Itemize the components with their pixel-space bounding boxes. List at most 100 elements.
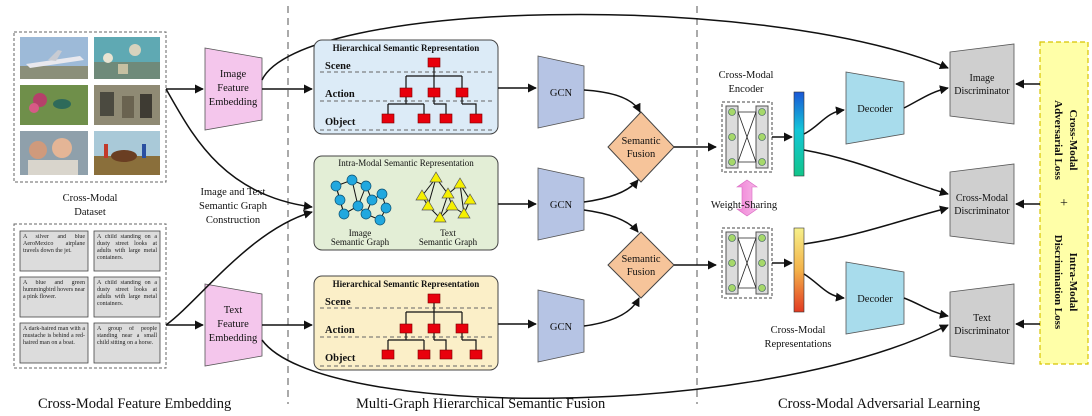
photo-street <box>94 85 160 125</box>
photo-airplane <box>20 37 88 79</box>
arrow-text-to-graph <box>165 209 313 326</box>
gcn-middle-label: GCN <box>550 200 573 211</box>
image-graph-line1: Image <box>349 228 372 238</box>
section-title-fusion: Multi-Graph Hierarchical Semantic Fusion <box>356 396 606 412</box>
text-embedding-line3: Embedding <box>209 333 258 344</box>
fusion-bottom-line1: Semantic <box>621 254 660 265</box>
text-disc-line2: Discriminator <box>954 326 1010 337</box>
arrow-image-skip <box>261 13 949 81</box>
image-graph-line2: Semantic Graph <box>331 237 390 247</box>
sentence-card <box>19 230 89 272</box>
hierarchical-representation-bottom <box>313 275 499 371</box>
hier-bottom-scene: Scene <box>325 297 351 308</box>
text-embedding-line1: Text <box>224 305 243 316</box>
text-discriminator <box>949 283 1015 365</box>
representations-line1: Cross-Modal <box>771 325 826 336</box>
arrow-rep-top-to-decoder <box>803 106 845 135</box>
sentence-card <box>19 276 89 318</box>
intra-title: Intra-Modal Semantic Representation <box>338 158 474 168</box>
graph-construction-line1: Image and Text <box>201 187 266 198</box>
hier-top-action: Action <box>325 89 355 100</box>
image-disc-line2: Discriminator <box>954 86 1010 97</box>
sentence-4: A child standing on a dusty street looks… <box>97 280 157 307</box>
sentence-2: A child standing on a dusty street looks… <box>97 234 157 261</box>
representation-bar-bottom <box>793 227 805 313</box>
loss-plus: + <box>1060 196 1068 211</box>
image-disc-line1: Image <box>970 73 996 84</box>
cross-disc-line2: Discriminator <box>954 206 1010 217</box>
fusion-top-line2: Fusion <box>627 149 656 160</box>
intra-modal-representation <box>313 155 499 251</box>
decoder-bottom <box>845 261 905 335</box>
dataset-label-line2: Dataset <box>74 207 106 218</box>
loss-box <box>1039 41 1089 365</box>
cross-modal-discriminator <box>949 163 1015 245</box>
photo-kitchen <box>94 37 160 79</box>
gcn-bottom <box>537 289 585 363</box>
encoder-label-line2: Encoder <box>729 84 764 95</box>
sentence-card <box>93 322 161 364</box>
fusion-top-line1: Semantic <box>621 136 660 147</box>
hier-top-scene: Scene <box>325 61 351 72</box>
hierarchical-representation-top <box>313 39 499 135</box>
decoder-top <box>845 71 905 145</box>
sentence-1: A silver and blue AeroMexico airplane tr… <box>23 234 85 254</box>
text-feature-embedding <box>204 283 263 367</box>
image-embedding-line3: Embedding <box>209 97 258 108</box>
sentence-card <box>19 322 89 364</box>
disc-loss-line1: Intra-Modal <box>1067 253 1079 312</box>
arrow-gcn-mid-to-fusion-top <box>583 179 639 203</box>
encoder-label-line1: Cross-Modal <box>719 70 774 81</box>
sentence-card <box>93 230 161 272</box>
disc-loss-line2: Discrimination Loss <box>1052 235 1064 330</box>
photo-men-boat <box>20 131 88 175</box>
gcn-top-label: GCN <box>550 88 573 99</box>
text-embedding-line2: Feature <box>217 319 249 330</box>
weight-sharing-label: Weight-Sharing <box>711 200 778 211</box>
graph-construction-line3: Construction <box>206 215 261 226</box>
image-dataset-panel <box>13 31 167 183</box>
gcn-bottom-label: GCN <box>550 322 573 333</box>
encoder-bottom <box>721 227 773 299</box>
hier-top-title: Hierarchical Semantic Representation <box>333 43 480 53</box>
arrow-decoder-bottom-to-disc <box>903 297 949 319</box>
gcn-top <box>537 55 585 129</box>
image-embedding-line2: Feature <box>217 83 249 94</box>
arrow-image-to-graph <box>165 88 313 211</box>
text-graph-line1: Text <box>440 228 456 238</box>
weight-sharing-arrow <box>736 179 758 217</box>
section-title-adversarial: Cross-Modal Adversarial Learning <box>778 396 981 412</box>
image-embedding-line1: Image <box>220 69 247 80</box>
arrow-rep-bottom-to-crossdisc <box>803 205 949 245</box>
decoder-bottom-label: Decoder <box>857 294 893 305</box>
arrow-gcn-mid-to-fusion-bottom <box>583 209 639 233</box>
image-discriminator <box>949 43 1015 125</box>
hier-bottom-object: Object <box>325 353 356 364</box>
arrow-gcn-bottom-to-fusion <box>583 297 640 327</box>
hier-top-object: Object <box>325 117 356 128</box>
semantic-fusion-top <box>607 111 675 183</box>
cross-disc-line1: Cross-Modal <box>956 193 1008 204</box>
graph-construction-line2: Semantic Graph <box>199 201 268 212</box>
adv-loss-line2: Adversarial Loss <box>1052 100 1064 180</box>
dataset-label-line1: Cross-Modal <box>63 193 118 204</box>
arrow-text-skip <box>261 324 949 399</box>
representations-line2: Representations <box>764 339 831 350</box>
photo-horse <box>94 131 160 175</box>
gcn-middle <box>537 167 585 241</box>
arrow-decoder-top-to-disc <box>903 85 949 109</box>
sentence-5: A dark-haired man with a mustache is beh… <box>23 326 85 346</box>
representation-bar-top <box>793 91 805 177</box>
section-title-embedding: Cross-Modal Feature Embedding <box>38 396 232 412</box>
adv-loss-line1: Cross-Modal <box>1067 110 1079 171</box>
photo-hummingbird <box>20 85 88 125</box>
sentence-3: A blue and green hummingbird hovers near… <box>23 280 85 300</box>
text-disc-line1: Text <box>973 313 991 324</box>
arrow-rep-top-to-crossdisc <box>803 149 949 197</box>
decoder-top-label: Decoder <box>857 104 893 115</box>
text-graph-line2: Semantic Graph <box>419 237 478 247</box>
sentence-6: A group of people standing near a small … <box>97 326 157 346</box>
hier-bottom-action: Action <box>325 325 355 336</box>
sentence-card <box>93 276 161 318</box>
